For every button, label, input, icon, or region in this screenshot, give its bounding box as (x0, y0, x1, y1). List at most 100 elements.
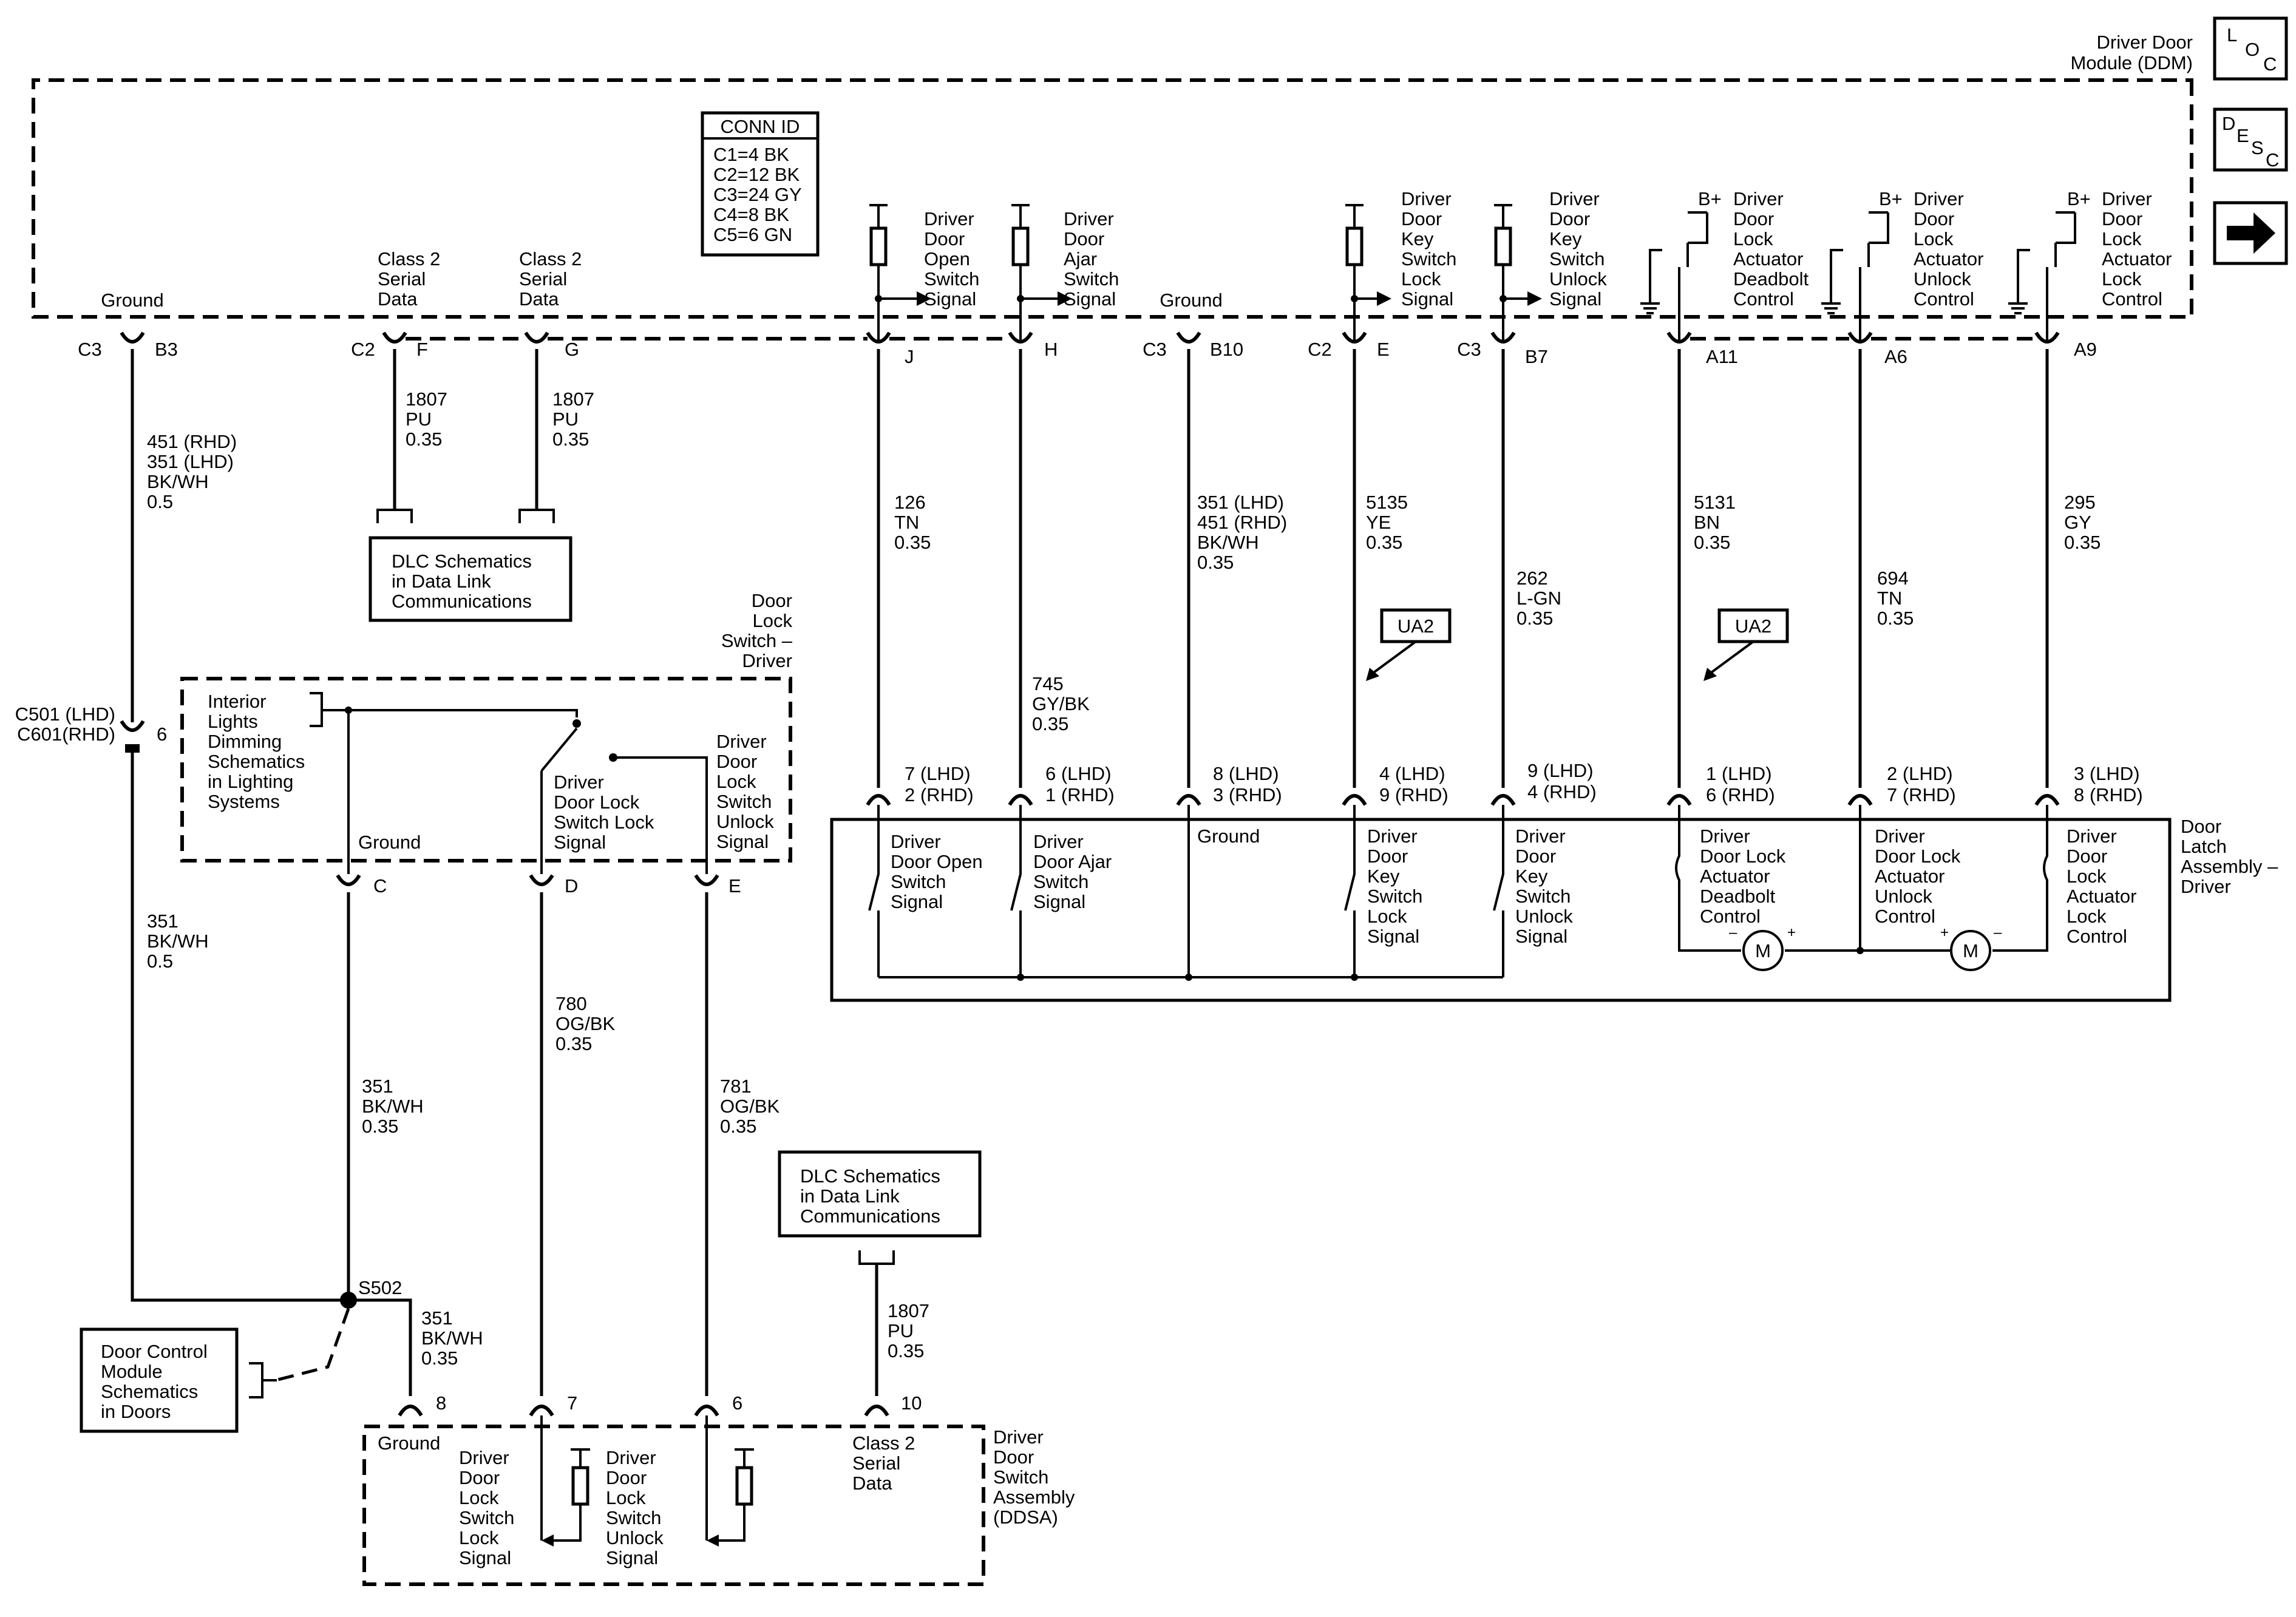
svg-text:Control: Control (2102, 288, 2162, 310)
svg-text:C501 (LHD): C501 (LHD) (15, 703, 115, 725)
svg-text:H: H (1044, 339, 1058, 360)
svg-text:C3: C3 (1457, 339, 1481, 360)
svg-text:Actuator: Actuator (2067, 886, 2136, 907)
svg-text:YE: YE (1366, 512, 1391, 533)
svg-text:0.5: 0.5 (147, 951, 173, 972)
right-arrow-icon (2227, 212, 2275, 254)
svg-text:Lock: Lock (2067, 906, 2107, 927)
svg-text:–: – (1729, 924, 1737, 941)
svg-text:1807: 1807 (888, 1300, 929, 1321)
svg-text:4 (LHD): 4 (LHD) (1379, 763, 1445, 784)
svg-text:in Data Link: in Data Link (392, 571, 491, 592)
svg-text:0.35: 0.35 (888, 1340, 924, 1361)
svg-text:GY/BK: GY/BK (1032, 693, 1090, 714)
svg-text:8 (LHD): 8 (LHD) (1213, 763, 1279, 784)
ua2-flag-2[interactable]: UA2 (1703, 608, 1789, 681)
svg-text:Door: Door (1914, 208, 1954, 229)
svg-text:Data: Data (852, 1473, 892, 1494)
svg-text:Driver: Driver (1700, 825, 1750, 847)
ddm-relay-unlock (1821, 211, 1889, 340)
svg-text:Driver: Driver (742, 650, 792, 671)
svg-text:5131: 5131 (1694, 492, 1736, 513)
dlc-bottom-reference[interactable]: DLC Schematics in Data Link Communicatio… (778, 1150, 982, 1265)
next-arrow-button[interactable] (2213, 201, 2288, 265)
svg-text:Actuator: Actuator (1700, 866, 1770, 887)
wire-781: 781 OG/BK 0.35 (705, 892, 780, 1396)
svg-text:Actuator: Actuator (2102, 248, 2172, 270)
ddm-module: Driver Door Module (DDM) (32, 32, 2193, 319)
desc-button[interactable]: D E S C (2213, 107, 2288, 172)
svg-text:BK/WH: BK/WH (147, 471, 209, 492)
svg-text:PU: PU (406, 408, 432, 430)
svg-text:Actuator: Actuator (1875, 866, 1944, 887)
svg-text:351 (LHD): 351 (LHD) (147, 451, 234, 472)
svg-text:7 (RHD): 7 (RHD) (1887, 784, 1956, 805)
svg-text:Driver: Driver (891, 831, 941, 852)
svg-text:C601(RHD): C601(RHD) (17, 724, 115, 745)
svg-text:Lock: Lock (1733, 228, 1773, 249)
svg-text:Serial: Serial (852, 1453, 900, 1474)
svg-text:Ground: Ground (1160, 290, 1222, 311)
ddm-pin-j: J (866, 331, 914, 367)
svg-text:Lock: Lock (2067, 866, 2107, 887)
svg-text:Class 2: Class 2 (519, 248, 582, 270)
svg-text:Driver: Driver (1875, 825, 1925, 847)
svg-text:Data: Data (378, 288, 418, 310)
svg-text:295: 295 (2064, 492, 2096, 513)
svg-text:Driver: Driver (1401, 188, 1452, 209)
svg-text:Door Lock: Door Lock (1875, 846, 1961, 867)
svg-text:Ground: Ground (378, 1432, 440, 1454)
svg-text:Deadbolt: Deadbolt (1700, 886, 1775, 907)
svg-text:Door: Door (1064, 228, 1104, 249)
svg-text:Driver: Driver (1367, 825, 1418, 847)
svg-text:Signal: Signal (924, 288, 976, 310)
svg-text:Switch –: Switch – (721, 630, 793, 651)
ddm-pullup-key-lock (1345, 204, 1391, 340)
svg-text:351: 351 (147, 910, 178, 932)
wire-a11: 5131 BN 0.35 (1677, 349, 1736, 788)
loc-button[interactable]: L O C (2213, 16, 2288, 81)
dlc-top-reference[interactable]: DLC Schematics in Data Link Communicatio… (369, 509, 572, 622)
svg-text:Control: Control (1733, 288, 1794, 310)
svg-text:0.35: 0.35 (1197, 552, 1234, 573)
svg-text:0.35: 0.35 (421, 1348, 458, 1369)
svg-text:3 (LHD): 3 (LHD) (2074, 763, 2140, 784)
svg-text:0.35: 0.35 (1032, 713, 1068, 734)
svg-text:Door Lock: Door Lock (1700, 846, 1786, 867)
desc-c: C (2266, 149, 2279, 171)
svg-text:B+: B+ (1879, 188, 1903, 209)
svg-text:Communications: Communications (392, 591, 532, 612)
ddm-pullup-ajar (1011, 204, 1072, 340)
svg-text:E: E (1377, 339, 1390, 360)
ddsa-module: Driver Door Switch Assembly (DDSA) 8 7 6… (362, 1392, 1075, 1586)
svg-text:0.35: 0.35 (1877, 608, 1914, 629)
svg-text:UA2: UA2 (1398, 615, 1434, 637)
svg-text:0.35: 0.35 (406, 429, 442, 450)
svg-text:B3: B3 (155, 339, 178, 360)
svg-text:DLC Schematics: DLC Schematics (800, 1165, 940, 1187)
svg-text:Driver: Driver (2067, 825, 2117, 847)
conn-id-c4: C4=8 BK (713, 204, 789, 225)
svg-text:Assembly –: Assembly – (2181, 856, 2278, 877)
svg-text:Switch: Switch (459, 1507, 514, 1528)
svg-text:C: C (373, 875, 387, 897)
svg-text:Driver: Driver (1033, 831, 1084, 852)
desc-d: D (2222, 113, 2235, 134)
svg-text:A6: A6 (1884, 346, 1907, 367)
svg-text:Switch: Switch (1549, 248, 1605, 270)
ddm-pin-b7: C3 B7 (1457, 331, 1548, 367)
svg-text:BN: BN (1694, 512, 1720, 533)
ua2-flag-1[interactable]: UA2 (1366, 608, 1452, 681)
door-control-module-reference[interactable]: Door Control Module Schematics in Doors (80, 1327, 277, 1433)
svg-text:GY: GY (2064, 512, 2091, 533)
wire-lower-351: 351 BK/WH 0.5 (131, 753, 350, 1302)
ddm-label-lock: B+ Driver Door Lock Actuator Lock Contro… (2067, 188, 2172, 310)
svg-text:Module: Module (101, 1361, 163, 1382)
svg-text:Unlock: Unlock (1515, 906, 1573, 927)
svg-text:Key: Key (1515, 866, 1548, 887)
ddm-label-ground-b3: Ground (101, 290, 163, 311)
svg-text:Door: Door (2067, 846, 2107, 867)
svg-text:Deadbolt: Deadbolt (1733, 268, 1809, 290)
ddm-label-deadbolt: B+ Driver Door Lock Actuator Deadbolt Co… (1698, 188, 1809, 310)
